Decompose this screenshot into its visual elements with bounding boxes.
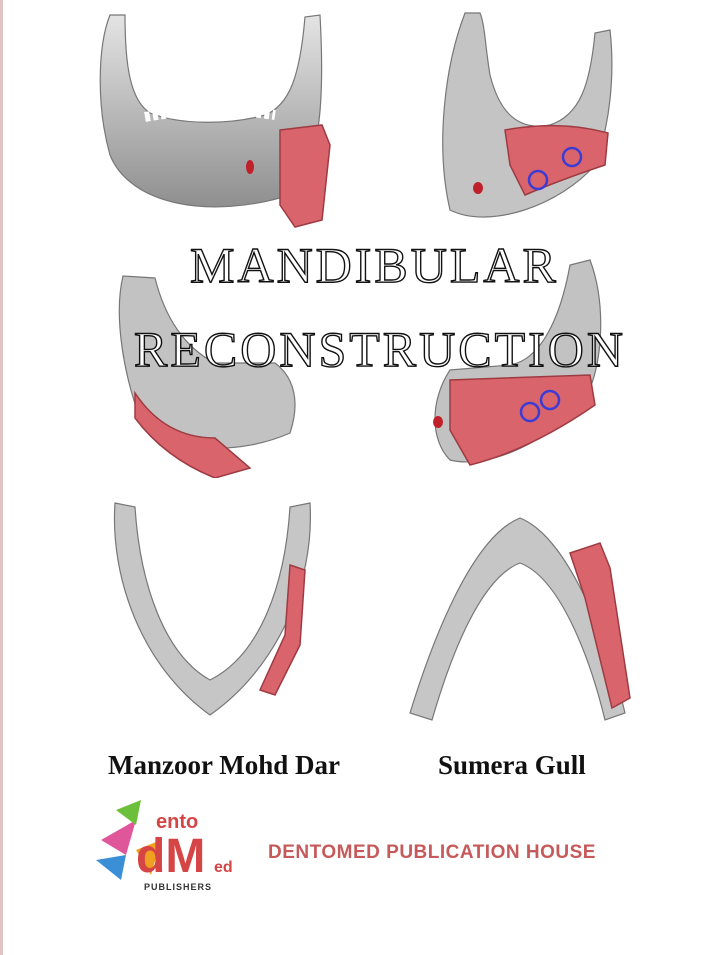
mandible-lateral-view-image <box>118 275 296 478</box>
svg-text:ed: ed <box>214 859 233 876</box>
svg-text:PUBLISHERS: PUBLISHERS <box>144 882 212 892</box>
mandible-oblique-view-image <box>442 12 613 218</box>
book-title-line-2: RECONSTRUCTION <box>133 320 627 377</box>
mandible-inferior-view-image <box>409 517 631 721</box>
dentomed-logo: ento dM ed PUBLISHERS <box>96 800 233 892</box>
mandible-front-view-image <box>99 14 331 228</box>
page-edge-rule <box>0 0 3 955</box>
book-title-line-1: MANDIBULAR <box>189 236 559 293</box>
publisher-name: DENTOMED PUBLICATION HOUSE <box>268 842 596 863</box>
svg-text:ento: ento <box>156 811 198 833</box>
mandible-lateral-right-view-image <box>433 259 602 466</box>
mandible-superior-view-image <box>113 502 312 716</box>
svg-text:dM: dM <box>136 830 205 883</box>
author-name-1: Manzoor Mohd Dar <box>108 750 340 780</box>
author-name-2: Sumera Gull <box>438 750 586 780</box>
